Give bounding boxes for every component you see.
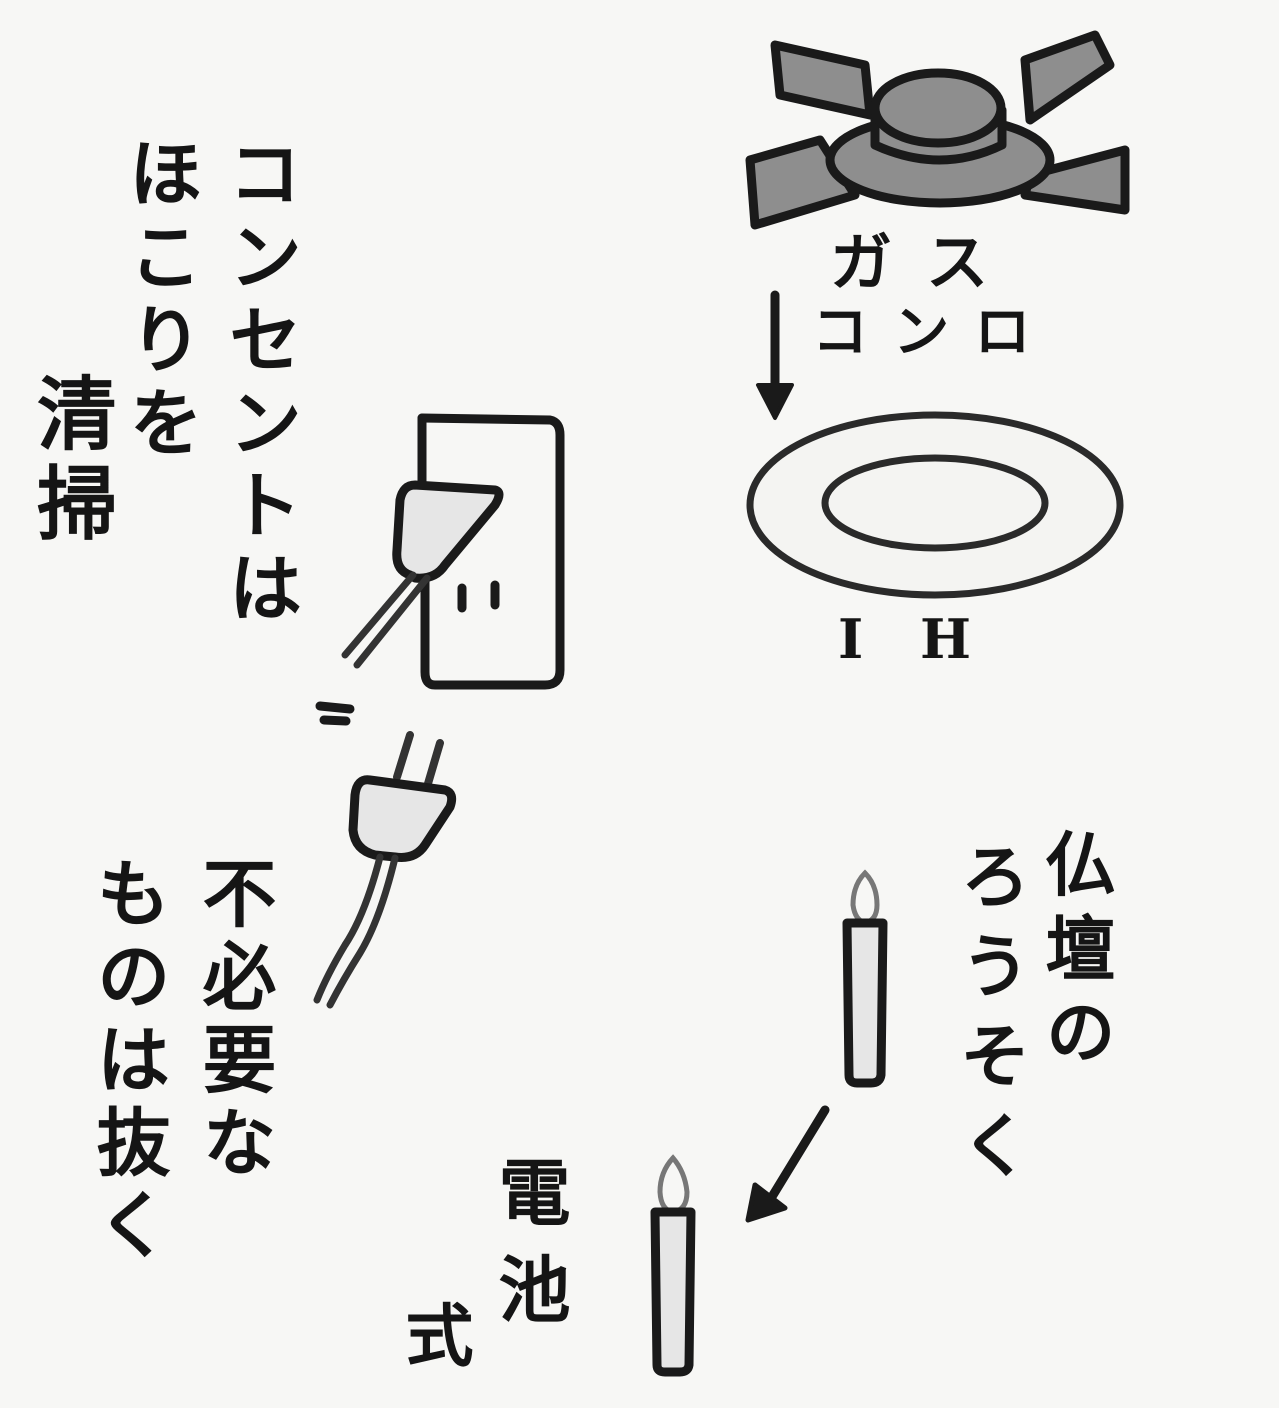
- unplug-text-line2: ものは抜く: [84, 855, 170, 1270]
- ih-label: IH: [838, 607, 1028, 671]
- candle-text-line2: ろうそく: [949, 840, 1031, 1199]
- arrow-diagonal-icon: [745, 1105, 830, 1223]
- candle-icon: [842, 869, 888, 1088]
- motion-lines-icon: [315, 701, 355, 726]
- outlet-text-line3: 清掃: [24, 372, 117, 552]
- unplugged-plug-icon: [313, 731, 457, 1009]
- gas-label-line1: ガス: [830, 226, 1023, 299]
- outlet-text-line1: コンセントは: [216, 135, 302, 633]
- gas-burner-icon: [745, 30, 1130, 230]
- candle-text-line1: 仏壇の: [1034, 828, 1116, 1080]
- battery-text-line2: 式: [393, 1300, 472, 1377]
- arrow-down-icon: [756, 290, 794, 420]
- ih-cooktop-icon: [746, 411, 1124, 599]
- outlet-text-line2: ほこりを: [116, 135, 202, 467]
- battery-text-line1: 電池: [486, 1155, 570, 1350]
- unplug-text-line1: 不必要な: [190, 855, 276, 1187]
- gas-label-line2: コンロ: [812, 300, 1056, 365]
- battery-candle-icon: [650, 1154, 696, 1377]
- plugged-plug-icon: [341, 480, 504, 669]
